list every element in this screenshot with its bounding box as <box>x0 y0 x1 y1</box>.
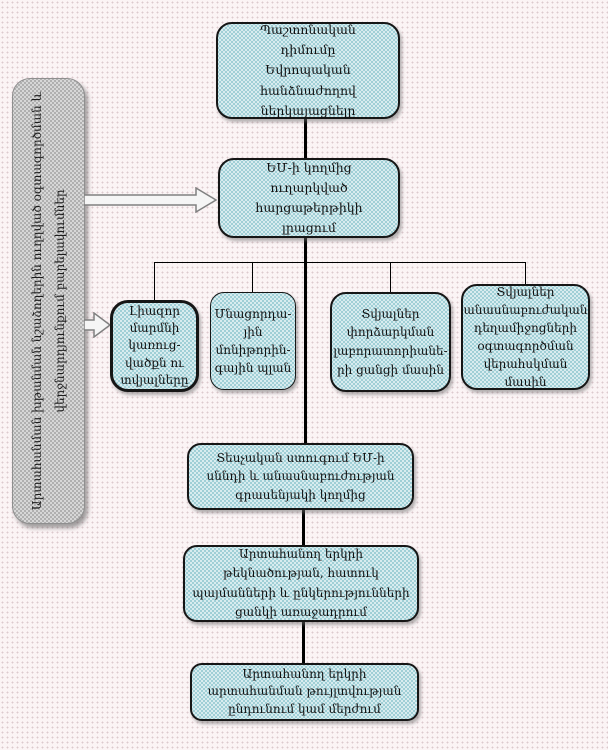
flow-box-inspection-label: Տեսչական ստուգում ԵՄ-ի սննդի և անասնաբու… <box>206 450 395 502</box>
connector-line <box>525 262 526 285</box>
connector-line <box>304 119 307 159</box>
flow-box-laboratories: Տվյալներ փորձարկման լաբորատորիանե-րի ցան… <box>330 292 451 392</box>
block-arrow-icon <box>84 312 112 338</box>
flow-box-inspection: Տեսչական ստուգում ԵՄ-ի սննդի և անասնաբու… <box>187 443 414 510</box>
flow-box-decision-label: Արտահանող երկրի արտահանման թույլտվության… <box>207 666 402 716</box>
flow-box-questionnaire: ԵՄ-ի կողմից ուղարկված հարցաթերթիկի լրացո… <box>218 158 400 238</box>
flow-box-laboratories-label: Տվյալներ փորձարկման լաբորատորիանե-րի ցան… <box>333 306 448 377</box>
flow-box-vet-drugs: Տվյալներ անասնաբուժական դեղամիջոցների օգ… <box>461 284 590 390</box>
connector-line <box>154 262 155 300</box>
flow-box-application-label: Պաշտոնական դիմումը Եվրոպական հանձնաժողով… <box>260 21 356 118</box>
flow-box-questionnaire-label: ԵՄ-ի կողմից ուղարկված հարցաթերթիկի լրացո… <box>255 159 363 236</box>
flow-box-nomination-label: Արտահանող երկրի թեկնածության, հատուկ պայ… <box>192 547 410 619</box>
sidebar-note-box <box>12 78 85 524</box>
connector-line <box>390 262 391 293</box>
flow-box-authority-label: Լիազոր մարմնի կառուց-վածքն ու տվյալները <box>120 303 189 388</box>
connector-line <box>302 509 305 546</box>
connector-line <box>154 262 526 263</box>
flow-box-authority: Լիազոր մարմնի կառուց-վածքն ու տվյալները <box>110 300 199 392</box>
flow-box-application: Պաշտոնական դիմումը Եվրոպական հանձնաժողով… <box>216 22 400 119</box>
flow-box-nomination: Արտահանող երկրի թեկնածության, հատուկ պայ… <box>183 545 419 622</box>
flow-box-vet-drugs-label: Տվյալներ անասնաբուժական դեղամիջոցների օգ… <box>463 285 588 389</box>
flow-box-decision: Արտահանող երկրի արտահանման թույլտվության… <box>190 663 419 721</box>
connector-line <box>302 621 305 664</box>
connector-line <box>304 262 307 443</box>
connector-line <box>252 262 253 293</box>
connector-line <box>304 237 307 263</box>
flow-box-monitoring-plan: Մնացորդա-յին մոնիթորին-գային պլան <box>210 292 296 390</box>
flow-box-monitoring-plan-label: Մնացորդա-յին մոնիթորին-գային պլան <box>214 307 292 375</box>
block-arrow-icon <box>84 187 218 213</box>
